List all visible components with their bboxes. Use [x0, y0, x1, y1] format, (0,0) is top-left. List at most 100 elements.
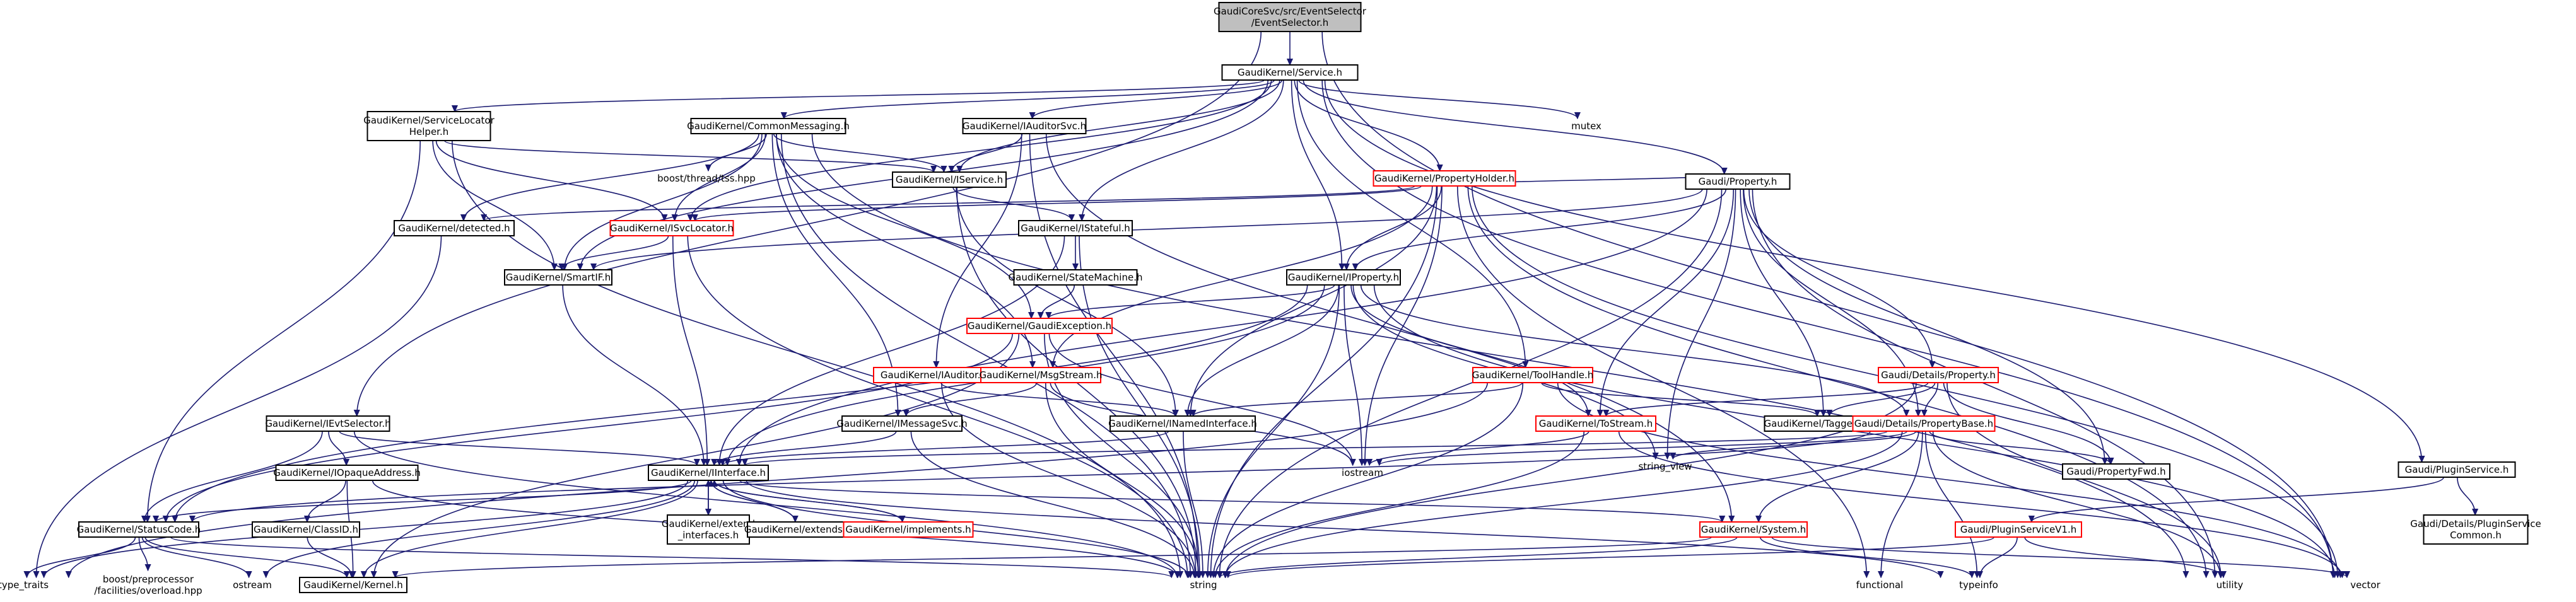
node-commonmsg[interactable]: GaudiKernel/CommonMessaging.h [687, 118, 850, 134]
node-system[interactable]: GaudiKernel/System.h [1699, 521, 1808, 538]
edge-gaudiproperty-to-taggedbool [1740, 188, 1824, 416]
edge-pluginservicev1-to-utility [2024, 536, 2223, 577]
node-istateful[interactable]: GaudiKernel/IStateful.h [1018, 220, 1133, 236]
node-pluginservicev1[interactable]: Gaudi/PluginServiceV1.h [1955, 521, 2082, 538]
edge-tostream-to-string [1215, 431, 1585, 577]
edge-ievtselector-to-statuscode [144, 431, 323, 522]
node-toolhandle[interactable]: GaudiKernel/ToolHandle.h [1472, 367, 1594, 383]
node-iproperty[interactable]: GaudiKernel/IProperty.h [1286, 269, 1401, 286]
edge-propertybase-to-statuscode [192, 431, 1871, 522]
edge-pluginservice-to-detailsplugincommon [2457, 477, 2475, 515]
node-label-ostream: ostream [233, 579, 272, 591]
node-label-extendinterfaces: GaudiKernel/extend [662, 518, 755, 530]
edge-system-to-vector [1771, 536, 2347, 577]
node-isvclocator[interactable]: GaudiKernel/ISvcLocator.h [609, 220, 734, 236]
node-smartif[interactable]: GaudiKernel/SmartIF.h [504, 269, 612, 286]
node-label-kernel: GaudiKernel/Kernel.h [303, 579, 403, 591]
node-detected[interactable]: GaudiKernel/detected.h [394, 220, 515, 236]
node-propertyfwd[interactable]: Gaudi/PropertyFwd.h [2062, 463, 2170, 480]
node-label-string: string [1190, 579, 1217, 591]
node-extends[interactable]: GaudiKernel/extends.h [744, 521, 852, 538]
node-box-tostream [1535, 415, 1656, 432]
node-iservice[interactable]: GaudiKernel/IService.h [892, 171, 1007, 188]
node-box-kernel [299, 577, 407, 593]
node-gaudiexception[interactable]: GaudiKernel/GaudiException.h [966, 318, 1113, 334]
node-label-pluginservicev1: Gaudi/PluginServiceV1.h [1960, 524, 2077, 535]
edge-propertyholder-to-iostream [1365, 185, 1443, 465]
node-extendinterfaces[interactable]: GaudiKernel/extend_interfaces.h [662, 514, 755, 545]
node-label-propertybase: Gaudi/Details/PropertyBase.h [1854, 418, 1993, 429]
node-label-inamedinterface: GaudiKernel/INamedInterface.h [1108, 418, 1257, 429]
edge-extends-to-iinterface [711, 480, 796, 523]
node-kernel[interactable]: GaudiKernel/Kernel.h [299, 577, 407, 593]
node-label-iproperty: GaudiKernel/IProperty.h [1288, 272, 1399, 283]
node-label-mutex: mutex [1571, 120, 1601, 132]
edge-commonmsg-to-gaudiexception [776, 133, 1031, 318]
node-msgstream[interactable]: GaudiKernel/MsgStream.h [979, 367, 1103, 383]
node-propertybase[interactable]: Gaudi/Details/PropertyBase.h [1852, 415, 1996, 432]
edge-classid-to-kernel [307, 536, 352, 577]
edge-propertybase-to-utility [1932, 431, 2221, 577]
node-classid[interactable]: GaudiKernel/ClassID.h [252, 521, 360, 538]
node-root[interactable]: GaudiCoreSvc/src/EventSelector/EventSele… [1214, 2, 1367, 32]
node-label-iopaqueaddress: GaudiKernel/IOpaqueAddress.h [273, 467, 420, 478]
edge-msgstream-to-string [1045, 382, 1199, 577]
edge-detected-to-typetraits [36, 235, 442, 577]
edge-commonmsg-to-iservice [773, 133, 944, 172]
node-ievtselector[interactable]: GaudiKernel/IEvtSelector.h [265, 415, 391, 432]
node-typeinfo: typeinfo [1959, 579, 1998, 591]
node-tostream[interactable]: GaudiKernel/ToStream.h [1535, 415, 1656, 432]
node-box-pluginservicev1 [1955, 521, 2082, 538]
node-label-stringview: string_view [1638, 461, 1692, 473]
node-inamedinterface[interactable]: GaudiKernel/INamedInterface.h [1108, 415, 1257, 432]
node-label-svclocatorhelper: Helper.h [409, 126, 449, 137]
edge-msgstream-to-imessagesvc [906, 382, 1038, 416]
node-iauditorsvc[interactable]: GaudiKernel/IAuditorSvc.h [962, 118, 1087, 134]
edge-system-to-string [1220, 536, 1738, 577]
node-box-smartif [504, 269, 612, 286]
node-label-smartif: GaudiKernel/SmartIF.h [506, 272, 611, 283]
edge-service-to-iproperty [1291, 79, 1342, 270]
node-implements[interactable]: GaudiKernel/implements.h [843, 521, 974, 538]
node-pluginservice[interactable]: Gaudi/PluginService.h [2397, 461, 2516, 478]
node-label-detailsproperty: Gaudi/Details/Property.h [1881, 369, 1996, 381]
edge-gaudiproperty-to-stringview [1667, 188, 1736, 459]
node-label-iauditorsvc: GaudiKernel/IAuditorSvc.h [963, 120, 1086, 132]
edge-propertybase-to-iinterface [745, 431, 1888, 465]
node-label-istateful: GaudiKernel/IStateful.h [1021, 223, 1130, 234]
node-iauditor[interactable]: GaudiKernel/IAuditor.h [873, 367, 994, 383]
edge-iauditorsvc-to-string [1029, 133, 1198, 577]
node-label-gaudiexception: GaudiKernel/GaudiException.h [968, 320, 1111, 332]
edge-service-to-pluginservice [1324, 79, 2422, 462]
edge-tostream-to-vector [1618, 431, 2343, 577]
edge-iauditorsvc-to-iservice [952, 133, 1023, 172]
node-imessagesvc[interactable]: GaudiKernel/IMessageSvc.h [836, 415, 968, 432]
node-iinterface[interactable]: GaudiKernel/IInterface.h [648, 465, 769, 481]
edge-iopaqueaddress-to-classid [307, 480, 346, 522]
node-propertyholder[interactable]: GaudiKernel/PropertyHolder.h [1373, 170, 1516, 187]
node-service[interactable]: GaudiKernel/Service.h [1221, 64, 1359, 81]
edge-service-to-commonmsg [784, 79, 1275, 119]
edge-propertyholder-to-inamedinterface [1190, 185, 1437, 416]
node-box-root [1218, 2, 1362, 32]
node-box-commonmsg [690, 118, 846, 134]
node-box-svclocatorhelper [366, 111, 491, 141]
node-iopaqueaddress[interactable]: GaudiKernel/IOpaqueAddress.h [273, 465, 421, 481]
node-gaudiproperty[interactable]: Gaudi/Property.h [1685, 173, 1791, 190]
node-box-ievtselector [266, 415, 390, 432]
node-statuscode[interactable]: GaudiKernel/StatusCode.h [77, 521, 201, 538]
edge-propertyholder-to-isvclocator [695, 185, 1422, 221]
edge-service-to-istateful [1082, 79, 1284, 221]
edge-gaudiproperty-to-tostream [1600, 188, 1735, 416]
edge-gaudiproperty-to-iproperty [1355, 188, 1727, 270]
node-detailsproperty[interactable]: Gaudi/Details/Property.h [1878, 367, 1999, 383]
node-box-iauditor [873, 367, 994, 383]
edge-detailsproperty-to-string [1226, 382, 1917, 577]
edge-propertyholder-to-detected [484, 185, 1415, 221]
node-label-boostthread: boost/thread/tss.hpp [657, 173, 756, 184]
node-box-pluginservice [2397, 461, 2516, 478]
node-statemachine[interactable]: GaudiKernel/StateMachine.h [1009, 269, 1143, 286]
